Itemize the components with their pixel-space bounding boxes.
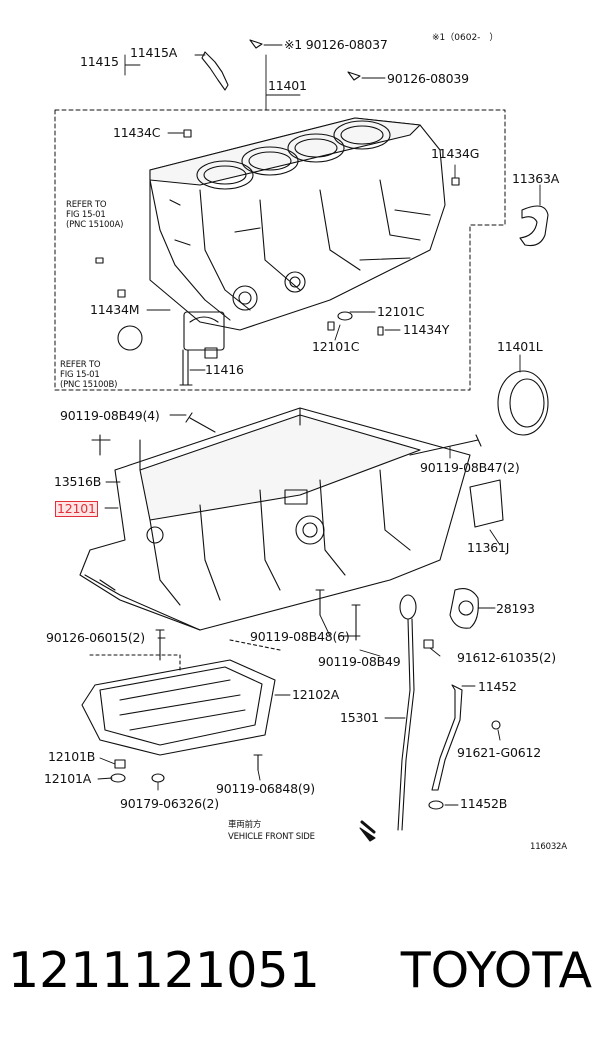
part-label-12101a[interactable]: 12101A — [44, 771, 92, 786]
diagram-drawing — [54, 39, 549, 842]
part-label-12102a[interactable]: 12102A — [292, 687, 340, 702]
part-label-11434m[interactable]: 11434M — [90, 302, 140, 317]
refer-upper: REFER TO FIG 15-01 (PNC 15100A) — [66, 200, 123, 230]
part-number: 1211121051 — [8, 942, 320, 999]
part-label-12101-highlighted[interactable]: 12101 — [55, 501, 98, 517]
part-label-90126-08039[interactable]: 90126-08039 — [387, 71, 469, 86]
part-label-11363a[interactable]: 11363A — [512, 171, 560, 186]
refer-lower: REFER TO FIG 15-01 (PNC 15100B) — [60, 360, 117, 390]
part-label-90126-08037[interactable]: ※1 90126-08037 — [284, 37, 388, 52]
cover-11361j — [469, 479, 504, 528]
refer-lower-line-2: FIG 15-01 — [60, 370, 100, 380]
part-label-11415[interactable]: 11415 — [80, 54, 119, 69]
part-label-90119-08b48-6[interactable]: 90119-08B48(6) — [250, 629, 350, 644]
bolts — [91, 412, 482, 771]
crankcase-12101-drawing — [79, 407, 471, 631]
part-label-12101c-b[interactable]: 12101C — [312, 339, 360, 354]
part-label-90119-08b49-4[interactable]: 90119-08B49(4) — [60, 408, 160, 423]
dipstick-15301-drawing — [397, 594, 417, 831]
brand-name: TOYOTA — [400, 942, 592, 999]
front-label-jp: 車両前方 — [228, 820, 262, 830]
part-label-28193[interactable]: 28193 — [496, 601, 535, 616]
refer-lower-line-3: (PNC 15100B) — [60, 380, 118, 390]
part-label-11401l[interactable]: 11401L — [497, 339, 543, 354]
part-label-11434c[interactable]: 11434C — [113, 125, 161, 140]
footer: 1211121051 TOYOTA — [8, 940, 592, 1010]
parts-diagram: ※1（0602- ） 11415 11415A ※1 90126-08037 9… — [44, 33, 567, 852]
leader-lines — [97, 44, 541, 806]
oil-seal-11401l — [497, 370, 549, 436]
front-arrow — [359, 820, 376, 842]
part-label-13516b[interactable]: 13516B — [54, 474, 102, 489]
part-label-12101b[interactable]: 12101B — [48, 749, 96, 764]
part-label-91621-g0612[interactable]: 91621-G0612 — [457, 745, 542, 760]
part-label-15301[interactable]: 15301 — [340, 710, 379, 725]
dipstick-guide-11452 — [428, 684, 501, 810]
refer-upper-line-1: REFER TO — [66, 200, 107, 210]
part-label-12101c-a[interactable]: 12101C — [377, 304, 425, 319]
part-label-11401[interactable]: 11401 — [268, 78, 307, 93]
part-label-11452b[interactable]: 11452B — [460, 796, 508, 811]
part-label-90179-06326-2[interactable]: 90179-06326(2) — [120, 796, 219, 811]
part-label-11415a[interactable]: 11415A — [130, 45, 178, 60]
part-label-90126-06015-2[interactable]: 90126-06015(2) — [46, 630, 145, 645]
part-label-11452[interactable]: 11452 — [478, 679, 517, 694]
part-label-91612-61035-2[interactable]: 91612-61035(2) — [457, 650, 556, 665]
figure-code: 116032A — [530, 842, 567, 852]
part-label-90119-06848-9[interactable]: 90119-06848(9) — [216, 781, 315, 796]
upper-assembly-frame — [54, 109, 506, 391]
cylinder-block-drawing — [149, 117, 446, 359]
small-parts-upper — [95, 39, 460, 386]
part-label-90119-08b47-2[interactable]: 90119-08B47(2) — [420, 460, 520, 475]
part-label-90119-08b49[interactable]: 90119-08B49 — [318, 654, 401, 669]
refer-upper-line-3: (PNC 15100A) — [66, 220, 124, 230]
part-label-11434y[interactable]: 11434Y — [403, 322, 450, 337]
part-label-11416[interactable]: 11416 — [205, 362, 244, 377]
refer-lower-line-1: REFER TO — [60, 360, 101, 370]
part-label-11434g[interactable]: 11434G — [431, 146, 480, 161]
oil-pan-12102a-drawing — [81, 639, 281, 756]
variant-note: ※1（0602- ） — [432, 33, 499, 43]
gasket-28193 — [449, 588, 479, 629]
part-label-11361j[interactable]: 11361J — [467, 540, 510, 555]
bearing-cap-11363a — [519, 205, 549, 247]
refer-upper-line-2: FIG 15-01 — [66, 210, 106, 220]
front-label-en: VEHICLE FRONT SIDE — [228, 832, 315, 842]
